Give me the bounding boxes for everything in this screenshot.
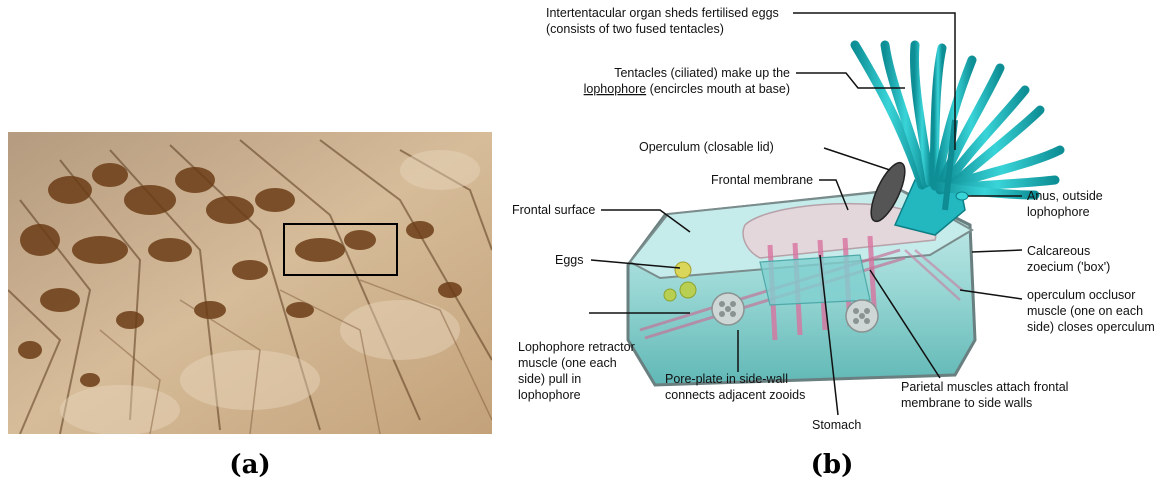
label-anus-1: Anus, outside xyxy=(1027,189,1103,203)
label-intertentacular-2: (consists of two fused tentacles) xyxy=(546,22,724,36)
label-tentacles-2: lophophore (encircles mouth at base) xyxy=(584,82,790,96)
label-calcareous-1: Calcareous xyxy=(1027,244,1090,258)
label-tentacles-1: Tentacles (ciliated) make up the xyxy=(614,66,790,80)
label-occlusor-2: muscle (one on each xyxy=(1027,304,1143,318)
label-occlusor-3: side) closes operculum xyxy=(1027,320,1155,334)
caption-b: (b) xyxy=(811,450,854,480)
label-stomach: Stomach xyxy=(812,418,861,432)
label-retractor-1: Lophophore retractor xyxy=(518,340,635,354)
label-eggs: Eggs xyxy=(555,253,584,267)
label-occlusor-1: operculum occlusor xyxy=(1027,288,1135,302)
label-parietal-2: membrane to side walls xyxy=(901,396,1032,410)
label-frontal-surface: Frontal surface xyxy=(512,203,595,217)
tentacles xyxy=(855,45,1060,195)
label-parietal-1: Parietal muscles attach frontal xyxy=(901,380,1068,394)
lophophore-term: lophophore xyxy=(584,82,647,96)
zooid-diagram xyxy=(628,45,1060,385)
pore-plate-right xyxy=(846,300,878,332)
lophophore-desc: (encircles mouth at base) xyxy=(646,82,790,96)
label-retractor-4: lophophore xyxy=(518,388,581,402)
micrograph-panel xyxy=(8,132,492,435)
label-retractor-3: side) pull in xyxy=(518,372,581,386)
label-calcareous-2: zoecium ('box') xyxy=(1027,260,1110,274)
label-operculum: Operculum (closable lid) xyxy=(639,140,774,154)
label-anus-2: lophophore xyxy=(1027,205,1090,219)
pore-plate-left xyxy=(712,293,744,325)
label-pore-1: Pore-plate in side-wall xyxy=(665,372,788,386)
label-frontal-membrane: Frontal membrane xyxy=(711,173,813,187)
label-pore-2: connects adjacent zooids xyxy=(665,388,805,402)
label-retractor-2: muscle (one each xyxy=(518,356,617,370)
stomach-shape xyxy=(760,255,870,305)
caption-a: (a) xyxy=(229,450,270,480)
label-intertentacular-1: Intertentacular organ sheds fertilised e… xyxy=(546,6,779,20)
anus-shape xyxy=(956,192,968,200)
